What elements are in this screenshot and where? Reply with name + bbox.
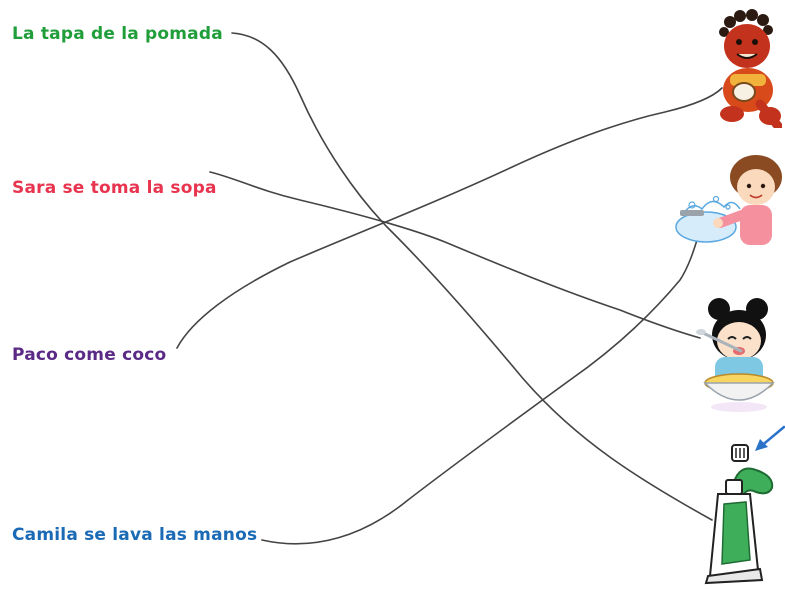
sentence-sara-sopa[interactable]: Sara se toma la sopa: [12, 178, 217, 198]
ointment-tube-with-cap-icon: [700, 442, 780, 585]
girl-eating-soup-icon: [693, 295, 785, 413]
line-tapa-to-tube: [231, 32, 713, 521]
sentence-camila-manos[interactable]: Camila se lava las manos: [12, 525, 258, 545]
arrow-icon: [755, 425, 785, 451]
line-sara-to-soup: [209, 171, 701, 339]
girl-washing-hands-icon: [668, 155, 785, 250]
child-eating-coconut-icon: [712, 8, 783, 131]
line-paco-to-coconut: [176, 87, 723, 349]
sentence-paco-coco[interactable]: Paco come coco: [12, 345, 167, 365]
sentence-tapa-pomada[interactable]: La tapa de la pomada: [12, 24, 223, 44]
line-camila-to-washing: [261, 217, 705, 545]
